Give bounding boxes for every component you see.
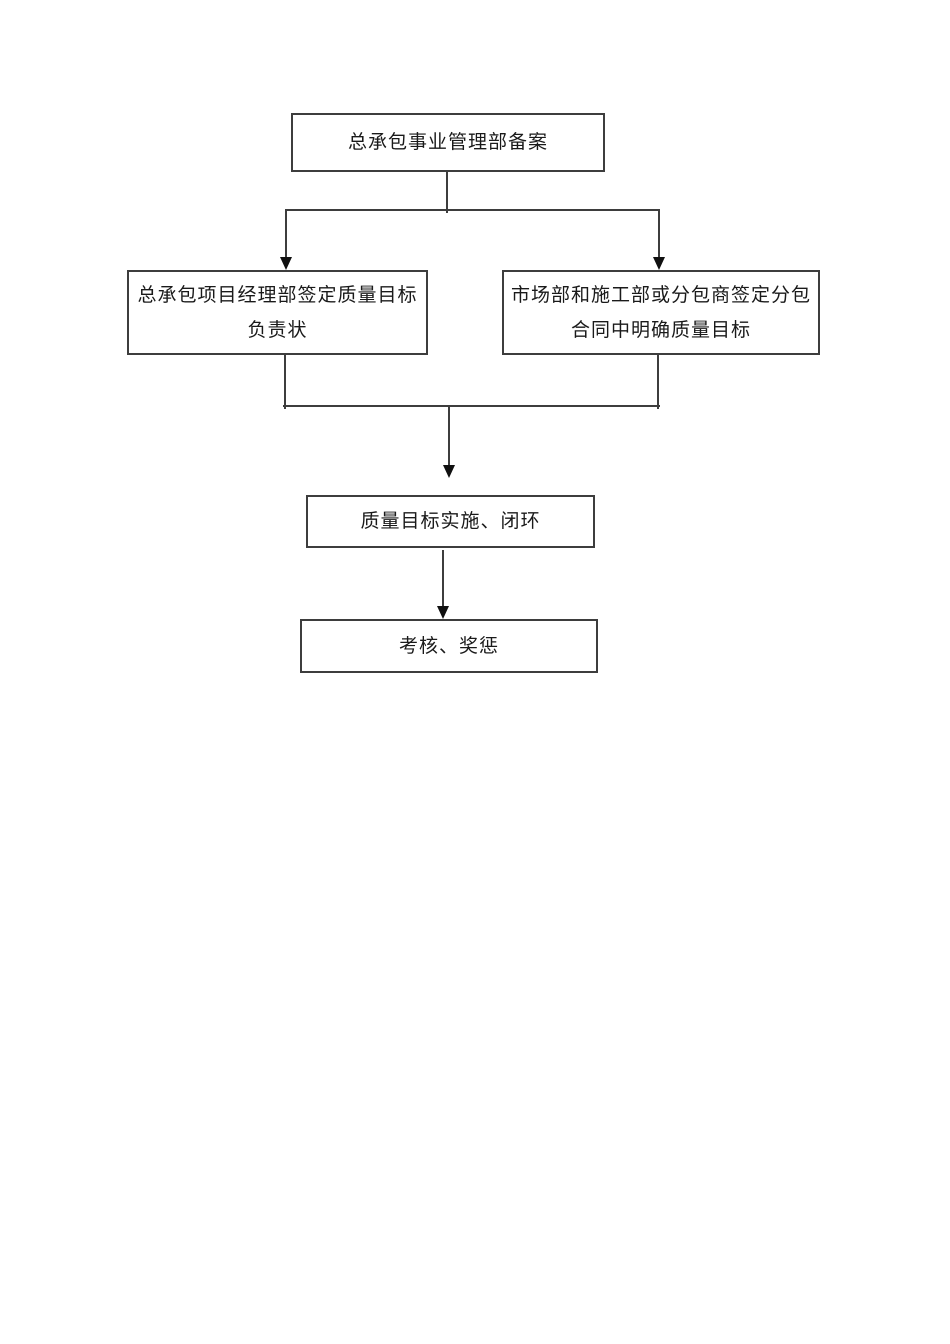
edge-to-right-vertical-line bbox=[658, 209, 660, 258]
flowchart-node-filing: 总承包事业管理部备案 bbox=[291, 113, 605, 172]
flowchart-node-subcontract: 市场部和施工部或分包商签定分包 合同中明确质量目标 bbox=[502, 270, 820, 355]
edge-to-left-vertical-line bbox=[285, 209, 287, 258]
node-subcontract-label-line1: 市场部和施工部或分包商签定分包 bbox=[510, 284, 811, 306]
flowchart-node-implementation: 质量目标实施、闭环 bbox=[306, 495, 595, 548]
arrowhead-into-bottom-node-icon bbox=[437, 606, 449, 619]
arrowhead-into-left-node-icon bbox=[280, 257, 292, 270]
edge-from-right-vertical-line bbox=[657, 355, 659, 409]
node-implementation-label: 质量目标实施、闭环 bbox=[360, 511, 541, 532]
node-responsibility-label-line2: 负责状 bbox=[247, 319, 308, 341]
flowchart-node-assessment: 考核、奖惩 bbox=[300, 619, 598, 673]
edge-split-horizontal-line bbox=[286, 209, 660, 211]
edge-from-left-vertical-line bbox=[284, 355, 286, 409]
edge-top-stem-line bbox=[446, 172, 448, 213]
edge-merge-stem-line bbox=[448, 405, 450, 466]
node-filing-label: 总承包事业管理部备案 bbox=[347, 132, 548, 153]
edge-merge-horizontal-line bbox=[283, 405, 660, 407]
node-assessment-label: 考核、奖惩 bbox=[398, 635, 499, 657]
arrowhead-into-right-node-icon bbox=[653, 257, 665, 270]
edge-middle-to-bottom-line bbox=[442, 550, 444, 607]
node-responsibility-label-line1: 总承包项目经理部签定质量目标 bbox=[137, 284, 418, 306]
arrowhead-into-middle-node-icon bbox=[443, 465, 455, 478]
node-subcontract-label-line2: 合同中明确质量目标 bbox=[570, 319, 751, 341]
flowchart-node-responsibility: 总承包项目经理部签定质量目标 负责状 bbox=[127, 270, 428, 355]
